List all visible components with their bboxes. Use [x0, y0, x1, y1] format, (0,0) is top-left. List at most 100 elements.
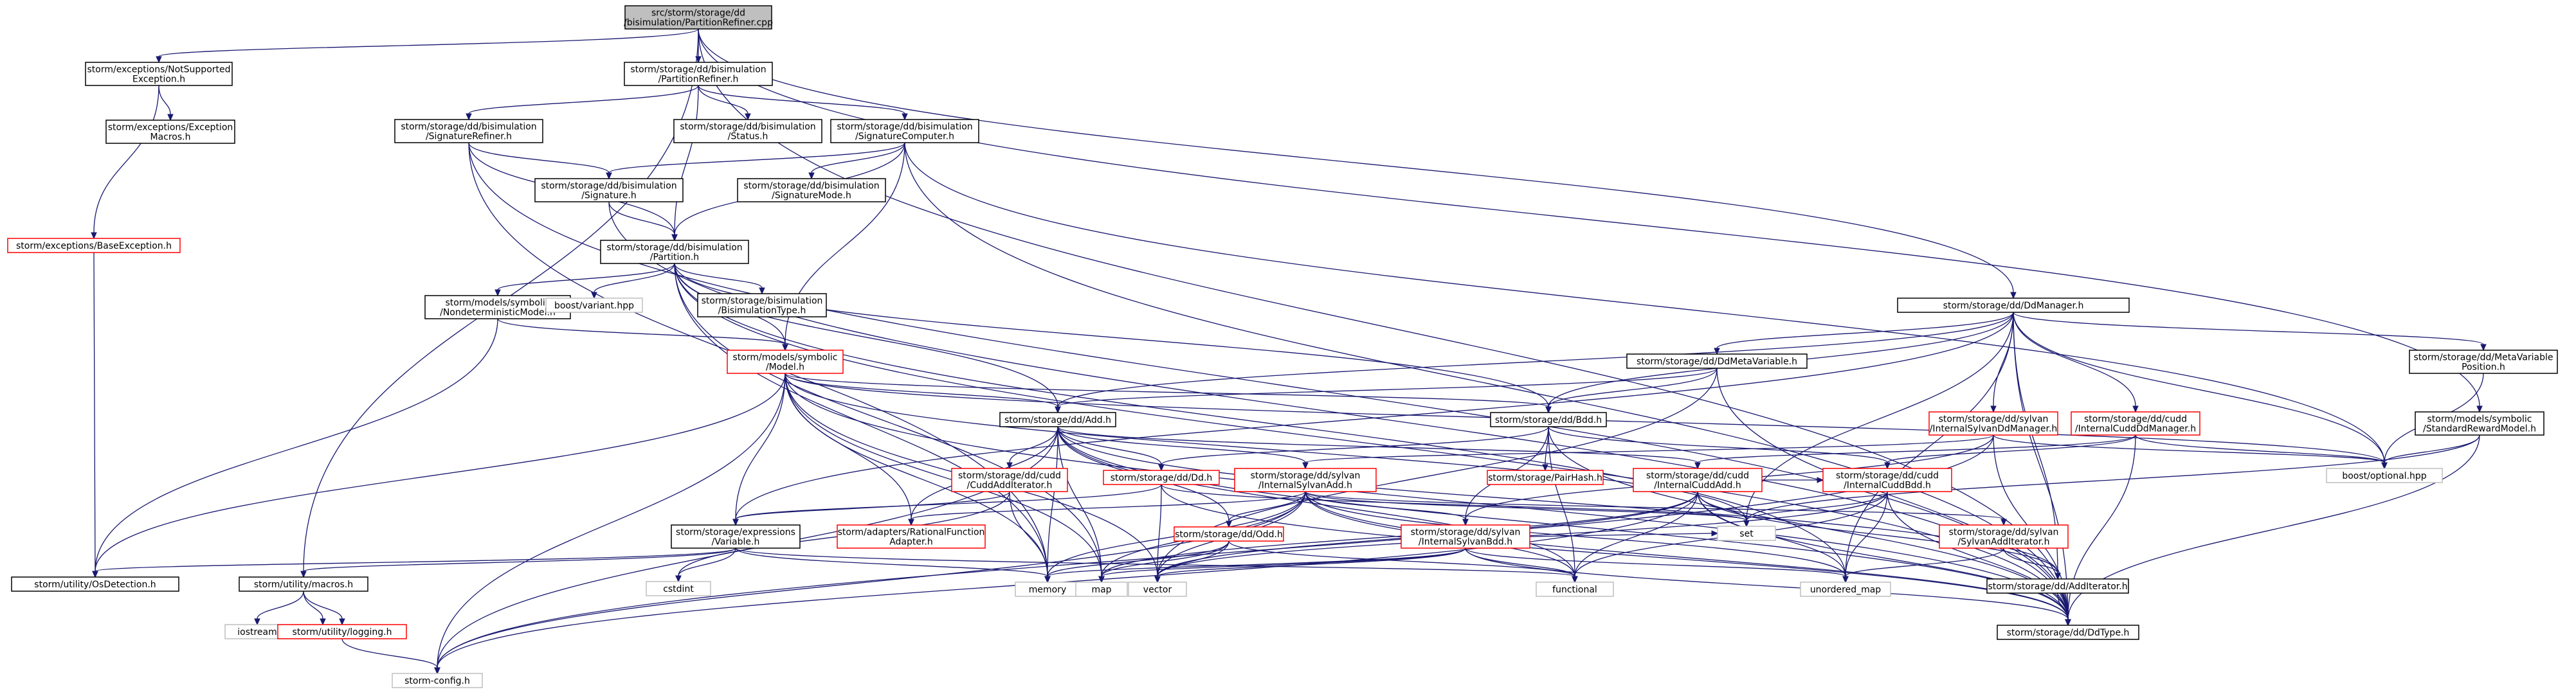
- edge-base_exception-to-os_detection: [92, 252, 98, 578]
- edge-arrowhead: [2480, 344, 2487, 351]
- edge-dd_manager-to-dd_meta_variable: [1714, 312, 2014, 355]
- edge-arrowhead: [434, 667, 440, 675]
- node-box: [646, 581, 711, 596]
- node-model_h[interactable]: storm/models/symbolic/Model.h: [727, 350, 844, 374]
- edge-line: [735, 547, 1575, 577]
- node-signature_computer[interactable]: storm/storage/dd/bisimulation/SignatureC…: [830, 119, 979, 143]
- edge-line: [1845, 491, 1888, 577]
- edge-line: [1009, 426, 1058, 463]
- edge-macros_h-to-logging_h: [303, 591, 345, 626]
- node-partition_refiner_h[interactable]: storm/storage/dd/bisimulation/PartitionR…: [624, 62, 773, 86]
- edge-line: [811, 142, 905, 174]
- edge-expr_variable-to-os_detection: [92, 547, 736, 578]
- node-logging_h[interactable]: storm/utility/logging.h: [277, 624, 407, 639]
- edge-line: [1101, 547, 1466, 577]
- node-add_h[interactable]: storm/storage/dd/Add.h: [999, 412, 1116, 427]
- node-dd_h[interactable]: storm/storage/dd/Dd.h: [1103, 470, 1220, 485]
- edge-sylvan_add_iterator-to-add_iterator: [2003, 547, 2061, 580]
- edge-sylvan_add-to-sylvan_add_iterator: [1305, 491, 2007, 526]
- node-bdd_h[interactable]: storm/storage/dd/Bdd.h: [1490, 412, 1607, 427]
- edge-arrowhead: [2065, 619, 2071, 627]
- node-box: [1487, 470, 1604, 485]
- node-label-line: Macros.h: [150, 132, 191, 143]
- edge-arrowhead: [1098, 576, 1105, 583]
- node-sylvan_add[interactable]: storm/storage/dd/sylvan/InternalSylvanAd…: [1234, 468, 1377, 492]
- node-dd_manager[interactable]: storm/storage/dd/DdManager.h: [1897, 298, 2130, 313]
- edge-line: [1047, 426, 1058, 577]
- node-signature_h[interactable]: storm/storage/dd/bisimulation/Signature.…: [534, 178, 684, 202]
- edge-model_h-to-set_h: [785, 373, 1750, 528]
- edge-root-to-not_supported_exc: [156, 28, 699, 64]
- edge-line: [437, 491, 1698, 668]
- node-label-line: storm/utility/logging.h: [293, 627, 392, 637]
- node-cudd_bdd[interactable]: storm/storage/dd/cudd/InternalCuddBdd.h: [1822, 468, 1952, 492]
- node-label-line: storm/storage/dd/sylvan: [1411, 528, 1521, 538]
- node-signature_refiner[interactable]: storm/storage/dd/bisimulation/SignatureR…: [394, 119, 543, 143]
- edge-line: [735, 484, 1162, 520]
- node-label-line: storm/storage/dd/cudd: [958, 471, 1061, 481]
- edge-model_h-to-rational_adapter: [785, 373, 914, 526]
- node-label-line: vector: [1143, 585, 1172, 595]
- edge-cudd_add_iterator-to-expr_variable: [732, 491, 1010, 526]
- nodes: src/storm/storage/dd/bisimulation/Partit…: [7, 5, 2558, 688]
- node-signature_mode[interactable]: storm/storage/dd/bisimulation/SignatureM…: [737, 178, 886, 202]
- node-std_reward_model[interactable]: storm/models/symbolic/StandardRewardMode…: [2415, 411, 2544, 436]
- node-label-line: /InternalSylvanDdManager.h: [1930, 424, 2058, 434]
- node-expr_variable[interactable]: storm/storage/expressions/Variable.h: [671, 524, 801, 549]
- edge-line: [1887, 491, 2069, 620]
- edge-add_h-to-cudd_add_iterator: [1006, 426, 1058, 470]
- node-box: [1633, 468, 1763, 492]
- edge-cudd_bdd-to-set_h: [1743, 491, 1888, 528]
- node-root[interactable]: src/storm/storage/dd/bisimulation/Partit…: [624, 5, 773, 30]
- node-box: [1490, 412, 1607, 427]
- node-label-line: /SignatureMode.h: [772, 191, 851, 201]
- node-cudd_dd_manager[interactable]: storm/storage/dd/cudd/InternalCuddDdMana…: [2071, 411, 2200, 436]
- node-status_h[interactable]: storm/storage/dd/bisimulation/Status.h: [673, 119, 822, 143]
- node-sylvan_add_iterator[interactable]: storm/storage/dd/sylvan/SylvanAddIterato…: [1939, 524, 2069, 549]
- edge-line: [785, 373, 1102, 577]
- edge-line: [158, 85, 171, 115]
- node-label-line: unordered_map: [1810, 585, 1881, 595]
- edge-signature_refiner-to-signature_h: [468, 142, 612, 180]
- edge-arrowhead: [908, 519, 914, 526]
- node-pair_hash[interactable]: storm/storage/PairHash.h: [1487, 470, 1604, 485]
- node-box: [392, 673, 483, 688]
- node-bisim_type[interactable]: storm/storage/bisimulation/BisimulationT…: [697, 293, 827, 317]
- edge-line: [1548, 426, 1575, 577]
- node-sylvan_dd_manager[interactable]: storm/storage/dd/sylvan/InternalSylvanDd…: [1928, 411, 2058, 436]
- edge-line: [698, 85, 905, 114]
- edge-line: [904, 142, 2385, 463]
- node-label-line: storm/storage/dd/bisimulation: [401, 122, 536, 132]
- node-box: [1626, 353, 1808, 369]
- node-cudd_add[interactable]: storm/storage/dd/cudd/InternalCuddAdd.h: [1633, 468, 1763, 492]
- node-dd_meta_variable[interactable]: storm/storage/dd/DdMetaVariable.h: [1626, 353, 1808, 369]
- edge-arrowhead: [732, 519, 739, 526]
- node-label-line: storm/storage/dd/sylvan: [1251, 471, 1361, 481]
- node-os_detection[interactable]: storm/utility/OsDetection.h: [11, 576, 179, 592]
- edge-signature_h-to-partition_h: [608, 201, 678, 242]
- node-box: [951, 468, 1068, 492]
- node-add_iterator[interactable]: storm/storage/dd/AddIterator.h: [1986, 578, 2129, 594]
- node-macros_h[interactable]: storm/utility/macros.h: [239, 576, 368, 592]
- edge-line: [674, 263, 1102, 577]
- node-cudd_add_iterator[interactable]: storm/storage/dd/cudd/CuddAddIterator.h: [951, 468, 1068, 492]
- edge-line: [1161, 426, 1549, 465]
- node-label-line: /InternalSylvanBdd.h: [1419, 537, 1512, 547]
- edge-line: [2135, 434, 2385, 463]
- node-sylvan_bdd[interactable]: storm/storage/dd/sylvan/InternalSylvanBd…: [1401, 524, 1530, 549]
- node-partition_h[interactable]: storm/storage/dd/bisimulation/Partition.…: [600, 240, 749, 264]
- node-base_exception[interactable]: storm/exceptions/BaseException.h: [7, 238, 181, 253]
- edge-add_h-to-storm_config: [434, 426, 1058, 675]
- node-box: [1128, 582, 1187, 597]
- node-dd_type[interactable]: storm/storage/dd/DdType.h: [1997, 625, 2139, 640]
- edge-add_iterator-to-dd_type: [2057, 592, 2071, 627]
- node-memory_h: memory: [1015, 582, 1080, 597]
- edge-model_h-to-expr_variable: [732, 373, 786, 526]
- edge-cudd_dd_manager-to-dd_type: [2065, 434, 2136, 627]
- node-odd_h[interactable]: storm/storage/dd/Odd.h: [1174, 526, 1284, 542]
- edge-arrowhead: [2381, 462, 2388, 470]
